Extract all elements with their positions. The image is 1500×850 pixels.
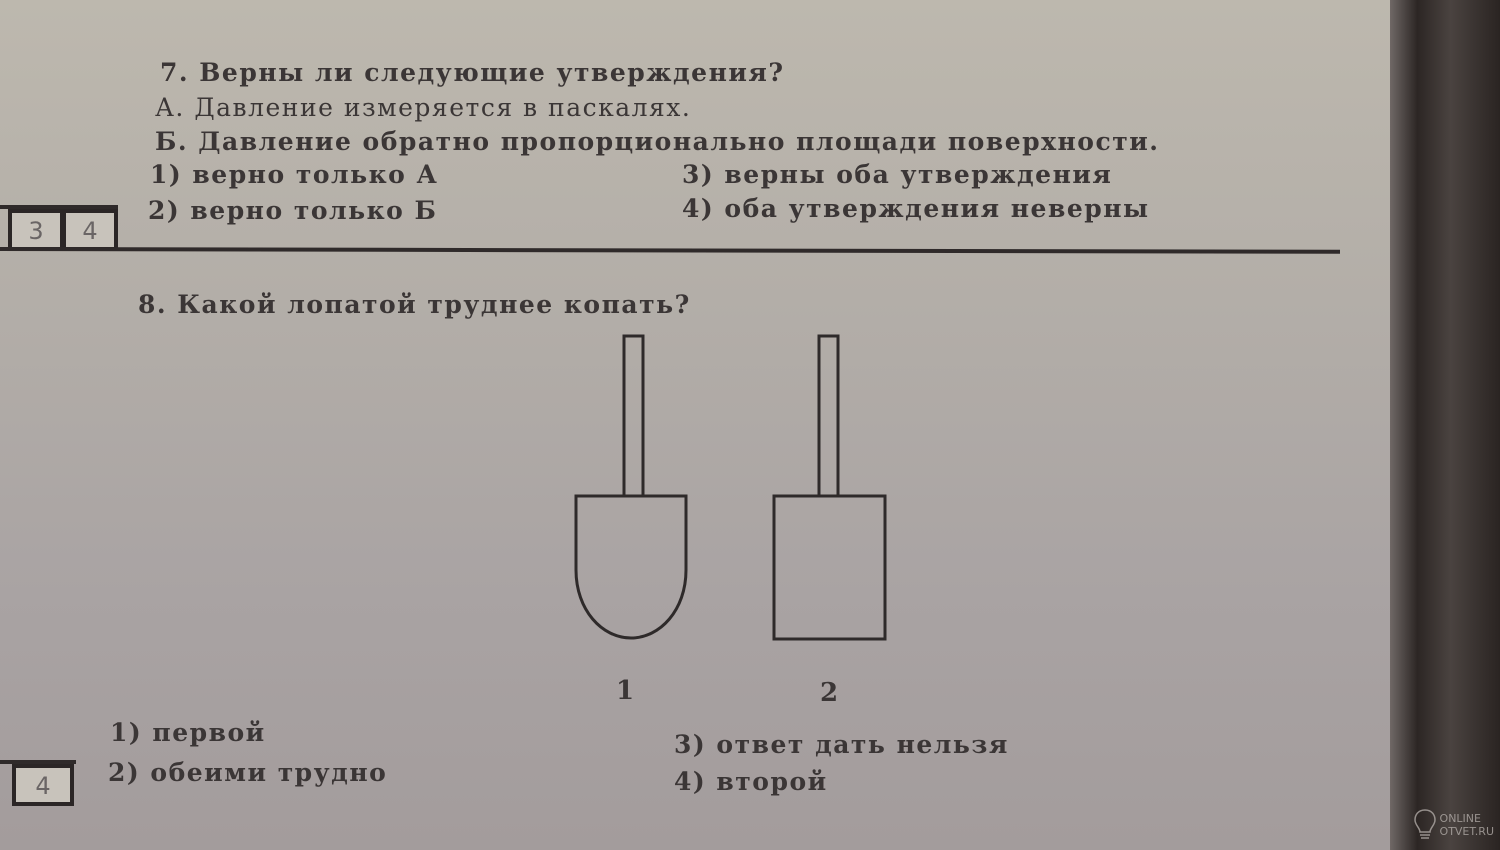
q8-option-1: 1) первой <box>110 718 266 747</box>
q8-question: 8. Какой лопатой труднее копать? <box>138 290 691 319</box>
q7-statement-b: Б. Давление обратно пропорционально площ… <box>155 127 1160 156</box>
q7-option-1: 1) верно только А <box>150 160 439 189</box>
q8-option-3: 3) ответ дать нельзя <box>674 730 1009 759</box>
page-edge-shadow <box>1390 0 1500 850</box>
q7-question: 7. Верны ли следующие утверждения? <box>160 58 785 87</box>
lightbulb-icon <box>1413 809 1436 839</box>
answer-box-4: 4 <box>62 209 118 251</box>
answer-box-frame <box>0 205 118 209</box>
watermark: ONLINE OTVET.RU <box>1413 808 1494 842</box>
figure-label-1: 1 <box>616 676 636 706</box>
q7-option-2: 2) верно только Б <box>148 196 438 225</box>
shovel-2-handle <box>817 334 840 498</box>
watermark-line2: OTVET.RU <box>1439 825 1494 838</box>
shovel-2 <box>772 334 887 641</box>
shovel-1-handle <box>622 334 645 498</box>
q8-option-4: 4) второй <box>674 767 828 796</box>
shovel-1-blade <box>574 494 688 640</box>
shovel-2-blade <box>772 494 887 641</box>
shovel-1 <box>574 334 688 640</box>
q8-option-2: 2) обеими трудно <box>108 758 388 787</box>
figure-label-2: 2 <box>820 678 840 708</box>
answer-box-q8-4: 4 <box>12 764 74 806</box>
q7-option-4: 4) оба утверждения неверны <box>682 194 1150 223</box>
q7-option-3: 3) верны оба утверждения <box>682 160 1113 189</box>
answer-box-3: 3 <box>8 209 64 251</box>
watermark-line1: ONLINE <box>1439 812 1481 825</box>
q7-statement-a: А. Давление измеряется в паскалях. <box>155 93 692 122</box>
answer-box-frame-2 <box>0 760 76 764</box>
